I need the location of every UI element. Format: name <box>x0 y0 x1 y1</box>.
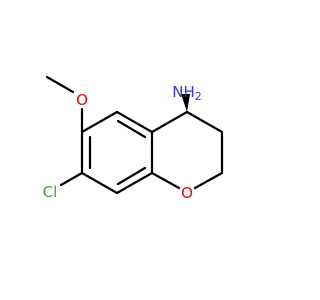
bond-o-ch3 <box>45 75 75 94</box>
bond-c4a-c4 <box>150 110 189 134</box>
bond-c5-c6 <box>115 110 154 134</box>
bond-c2-o1 <box>193 171 224 190</box>
atom-label-nh2: NH2 <box>172 83 202 103</box>
bond-c5-c6-inner <box>116 119 147 139</box>
atom-label-nh2-main: N <box>172 83 183 101</box>
bond-c9-c4a-inner <box>116 166 147 186</box>
bond-c8-c9 <box>80 171 119 195</box>
bond-o1-c8a <box>150 171 181 190</box>
atom-label-methoxy-o: O <box>76 91 88 109</box>
bond-c9-c4a <box>115 171 154 195</box>
atom-label-cl: Cl <box>43 183 58 201</box>
bond-c7-cl <box>59 171 84 187</box>
wedge-bond-c4-n <box>181 94 190 112</box>
atom-labels: NH2 O O Cl <box>43 83 202 202</box>
bond-c4-c3 <box>185 110 224 134</box>
bonds <box>45 75 224 195</box>
chemical-structure: NH2 O O Cl <box>43 75 224 202</box>
atom-label-nh2-subscript: 2 <box>195 90 202 103</box>
atom-label-ring-o: O <box>181 184 193 202</box>
bond-c6-c7 <box>80 110 119 134</box>
atom-label-nh2-prefix: H <box>183 83 194 101</box>
